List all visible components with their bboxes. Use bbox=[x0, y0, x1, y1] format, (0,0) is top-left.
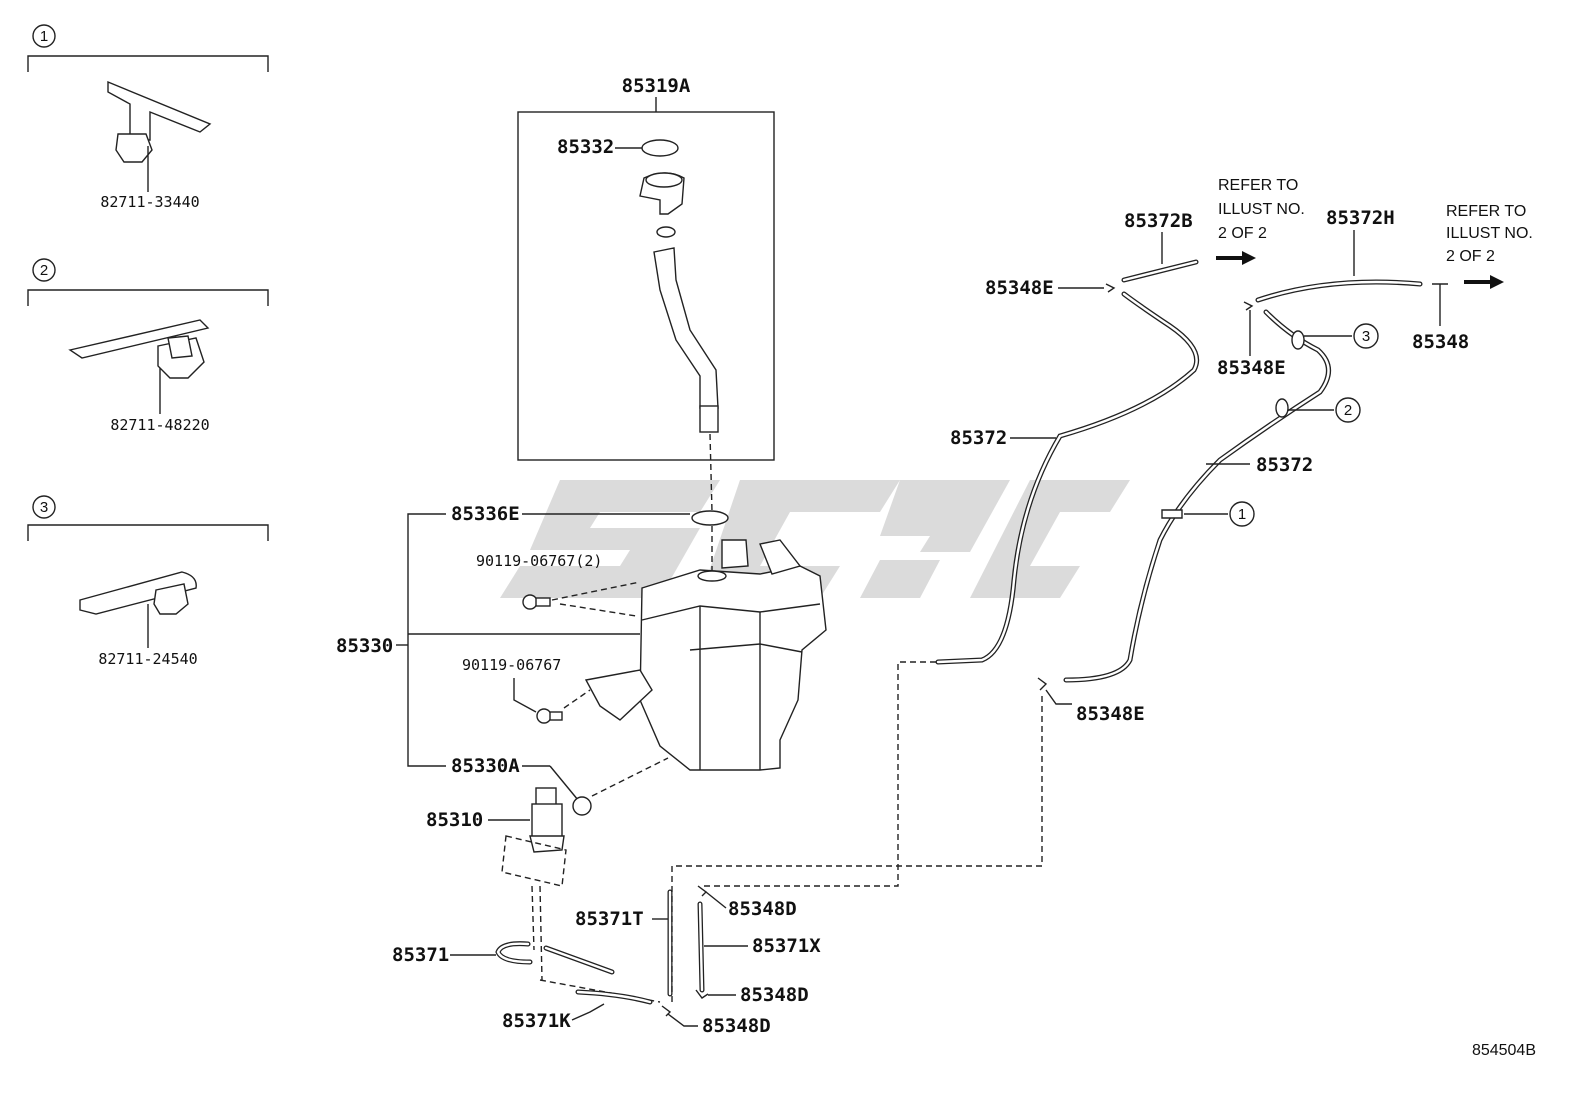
label-85348D-1: 85348D bbox=[728, 898, 797, 920]
inset-1-number: 1 bbox=[40, 28, 48, 45]
label-85372-1: 85372 bbox=[950, 427, 1007, 449]
clip-82711-48220-icon bbox=[68, 319, 210, 414]
clip-1-marker-icon bbox=[1161, 509, 1183, 519]
inset-1-circle bbox=[32, 24, 56, 48]
label-85330: 85330 bbox=[336, 635, 393, 657]
inset-1: 1 82711-33440 bbox=[27, 24, 269, 211]
label-85348D-3: 85348D bbox=[702, 1015, 771, 1037]
callout-2-circle bbox=[1335, 397, 1361, 423]
refer-note-2-line3: 2 OF 2 bbox=[1446, 248, 1495, 265]
illustration-number: 854504B bbox=[1472, 1042, 1536, 1059]
bolt-icon bbox=[522, 594, 551, 610]
refer-note-2-line1: REFER TO bbox=[1446, 203, 1526, 220]
callout-3: 3 bbox=[1362, 328, 1370, 345]
joint-icon bbox=[1037, 677, 1048, 691]
reservoir-tank: 85336E 90119-06767(2) 85330 90119-06767 bbox=[336, 503, 827, 816]
joint-icon bbox=[695, 989, 709, 999]
label-85348E-2: 85348E bbox=[1217, 357, 1286, 379]
label-85371K: 85371K bbox=[502, 1010, 571, 1032]
label-85310: 85310 bbox=[426, 809, 483, 831]
inset-2-number: 2 bbox=[40, 262, 48, 279]
label-85332: 85332 bbox=[557, 136, 614, 158]
label-85348E-3: 85348E bbox=[1076, 703, 1145, 725]
label-85372H: 85372H bbox=[1326, 207, 1395, 229]
label-90119-06767-2: 90119-06767(2) bbox=[476, 552, 602, 570]
label-85319A: 85319A bbox=[622, 75, 691, 97]
inset-3-number: 3 bbox=[40, 499, 48, 516]
callout-1: 1 bbox=[1238, 506, 1246, 523]
inset-3: 3 82711-24540 bbox=[27, 495, 269, 668]
assembly-box bbox=[517, 111, 775, 461]
label-85372B: 85372B bbox=[1124, 210, 1193, 232]
refer-note-1-line3: 2 OF 2 bbox=[1218, 225, 1267, 242]
clip-2-marker-icon bbox=[1275, 398, 1289, 418]
upper-hoses: 85372B REFER TO ILLUST NO. 2 OF 2 85348E… bbox=[935, 177, 1533, 725]
clip-3-marker-icon bbox=[1291, 330, 1305, 350]
pump-icon bbox=[529, 787, 565, 853]
label-90119-06767: 90119-06767 bbox=[462, 656, 561, 674]
inset-2: 2 82711-48220 bbox=[27, 258, 269, 434]
lower-hoses: 85371 85371K 85371T 85348D 85371X 85348D… bbox=[392, 661, 1043, 1037]
joint-icon bbox=[1432, 283, 1448, 326]
inset-3-part-number: 82711-24540 bbox=[98, 650, 197, 668]
tank-body-icon bbox=[584, 539, 827, 771]
clip-82711-33440-icon bbox=[107, 80, 212, 192]
label-85371T: 85371T bbox=[575, 908, 644, 930]
watermark-logo bbox=[500, 480, 1130, 598]
refer-note-1-line2: ILLUST NO. bbox=[1218, 201, 1305, 218]
label-85348E-1: 85348E bbox=[985, 277, 1054, 299]
callout-3-circle bbox=[1353, 323, 1379, 349]
arrow-right-icon bbox=[1464, 275, 1504, 289]
label-85371X: 85371X bbox=[752, 935, 821, 957]
label-85371: 85371 bbox=[392, 944, 449, 966]
arrow-right-icon bbox=[1216, 251, 1256, 265]
callout-2: 2 bbox=[1344, 402, 1352, 419]
label-85348D-2: 85348D bbox=[740, 984, 809, 1006]
joint-icon bbox=[661, 1005, 672, 1017]
inset-1-part-number: 82711-33440 bbox=[100, 193, 199, 211]
joint-icon bbox=[1105, 283, 1116, 293]
filler-neck-assembly: 85319A 85332 bbox=[517, 75, 775, 513]
filler-neck-icon bbox=[639, 172, 719, 433]
washer-pump: 85310 bbox=[426, 787, 567, 981]
washer-grommet-icon bbox=[572, 796, 592, 816]
inset-2-circle bbox=[32, 258, 56, 282]
label-85372-2: 85372 bbox=[1256, 454, 1313, 476]
grommet-icon bbox=[691, 510, 729, 526]
refer-note-1-line1: REFER TO bbox=[1218, 177, 1298, 194]
bolt-icon bbox=[536, 708, 563, 724]
joint-icon bbox=[1243, 301, 1254, 311]
refer-note-2-line2: ILLUST NO. bbox=[1446, 225, 1533, 242]
inset-3-circle bbox=[32, 495, 56, 519]
callout-1-circle bbox=[1229, 501, 1255, 527]
cap-icon bbox=[641, 139, 679, 157]
label-85348: 85348 bbox=[1412, 331, 1469, 353]
clip-82711-24540-icon bbox=[79, 571, 197, 648]
inset-2-part-number: 82711-48220 bbox=[110, 416, 209, 434]
label-85330A: 85330A bbox=[451, 755, 520, 777]
joint-icon bbox=[697, 885, 708, 897]
label-85336E: 85336E bbox=[451, 503, 520, 525]
